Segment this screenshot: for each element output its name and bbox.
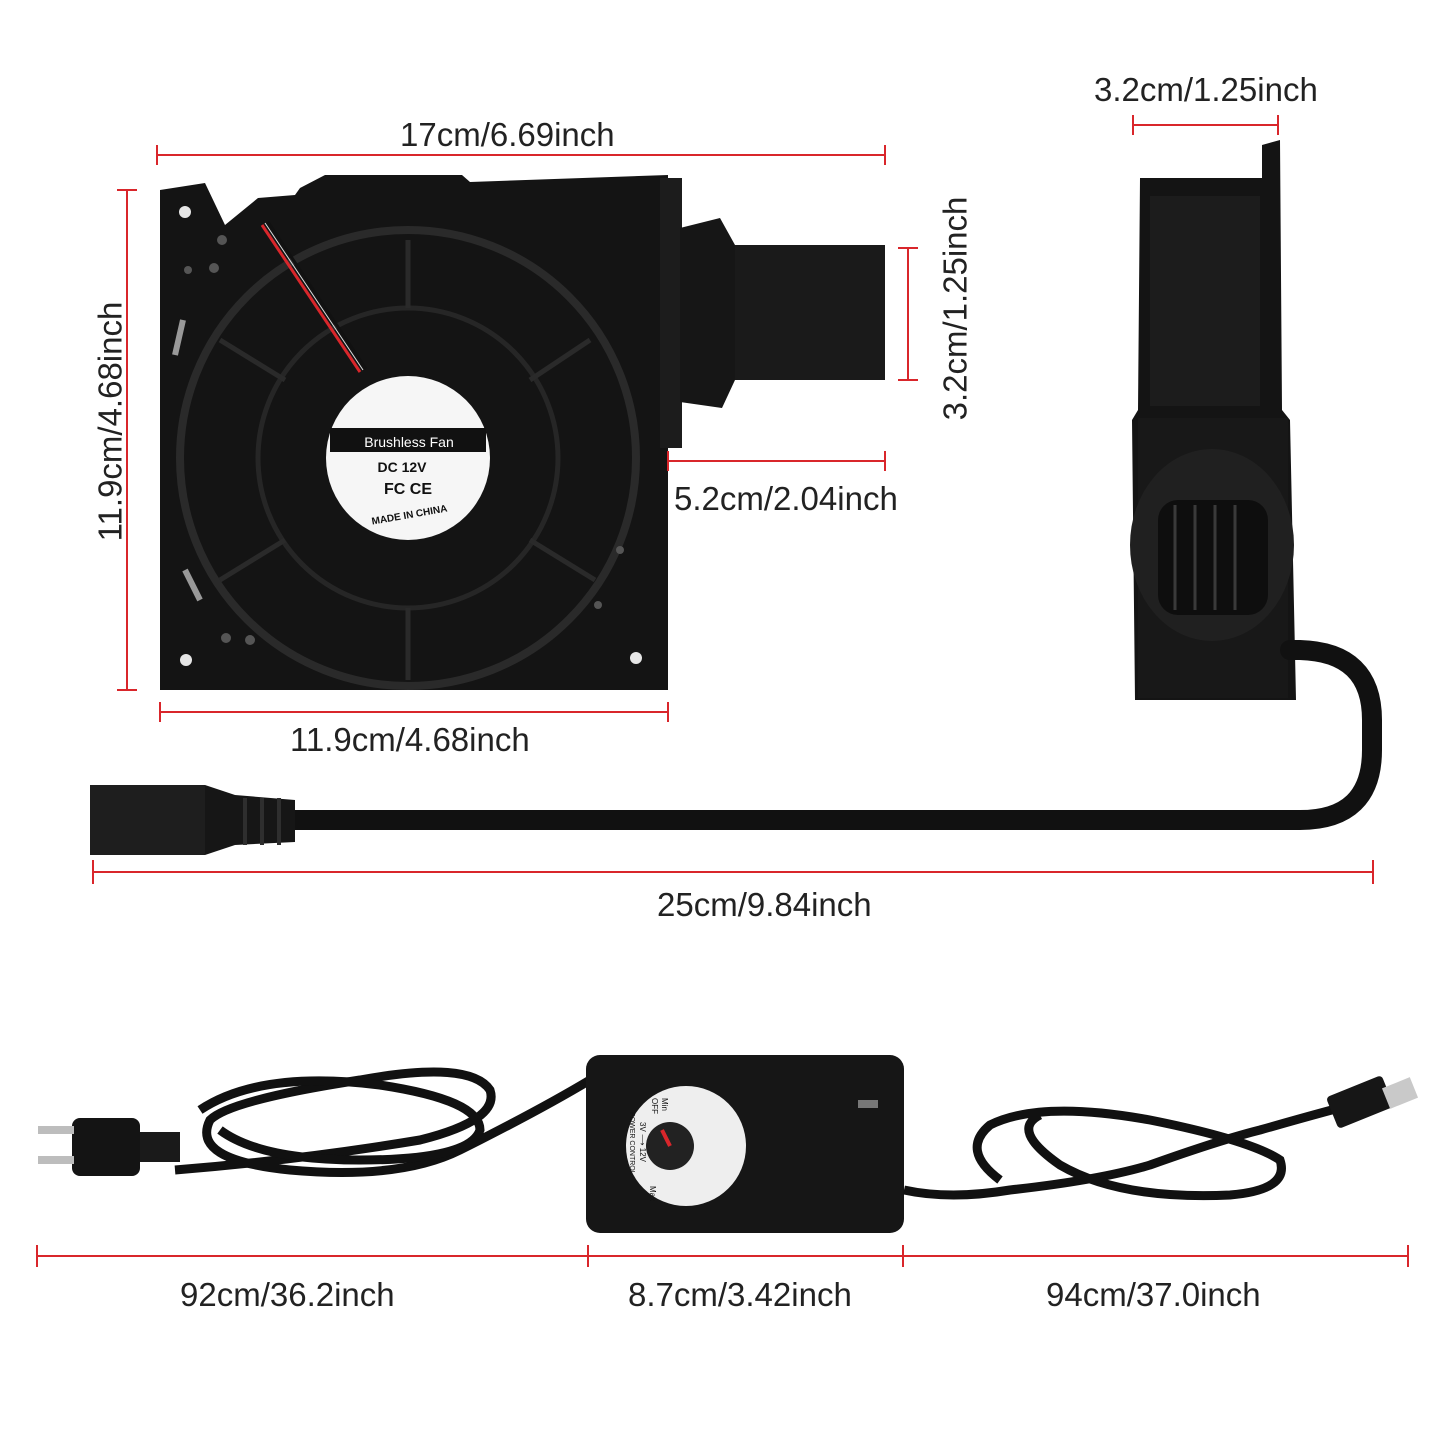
- power-adapter: [38, 1055, 1419, 1233]
- fan-label-title: Brushless Fan: [364, 434, 453, 450]
- fan-label-voltage: DC 12V: [377, 459, 427, 475]
- fan-length-label: 17cm/6.69inch: [400, 116, 615, 153]
- dial-min-label: Min: [660, 1098, 669, 1111]
- dial-off-label: OFF: [650, 1098, 659, 1114]
- fan-width-label: 11.9cm/4.68inch: [290, 721, 530, 758]
- fan-height-label: 11.9cm/4.68inch: [91, 301, 129, 542]
- output-cord-length-label: 94cm/37.0inch: [1046, 1276, 1261, 1313]
- fan-label-certs: FC CE: [384, 481, 432, 498]
- fan-label-sticker: [326, 376, 490, 540]
- side-thickness-label: 3.2cm/1.25inch: [1094, 71, 1318, 108]
- dial-range-label: 3V ⟶ 12V: [638, 1122, 647, 1163]
- controller-length-label: 8.7cm/3.42inch: [628, 1276, 852, 1313]
- outlet-diameter-label: 3.2cm/1.25inch: [936, 196, 974, 421]
- dimension-lines: [36, 115, 1409, 1267]
- dial-name-label: POWER CONTROL: [628, 1112, 635, 1175]
- plug-cord-length-label: 92cm/36.2inch: [180, 1276, 395, 1313]
- blower-fan-side: [1130, 140, 1296, 700]
- outlet-length-label: 5.2cm/2.04inch: [674, 480, 898, 517]
- cable-length-label: 25cm/9.84inch: [657, 886, 872, 923]
- dial-max-label: Max: [648, 1186, 657, 1201]
- blower-fan-front: [160, 175, 885, 690]
- fan-cable: [90, 640, 1382, 855]
